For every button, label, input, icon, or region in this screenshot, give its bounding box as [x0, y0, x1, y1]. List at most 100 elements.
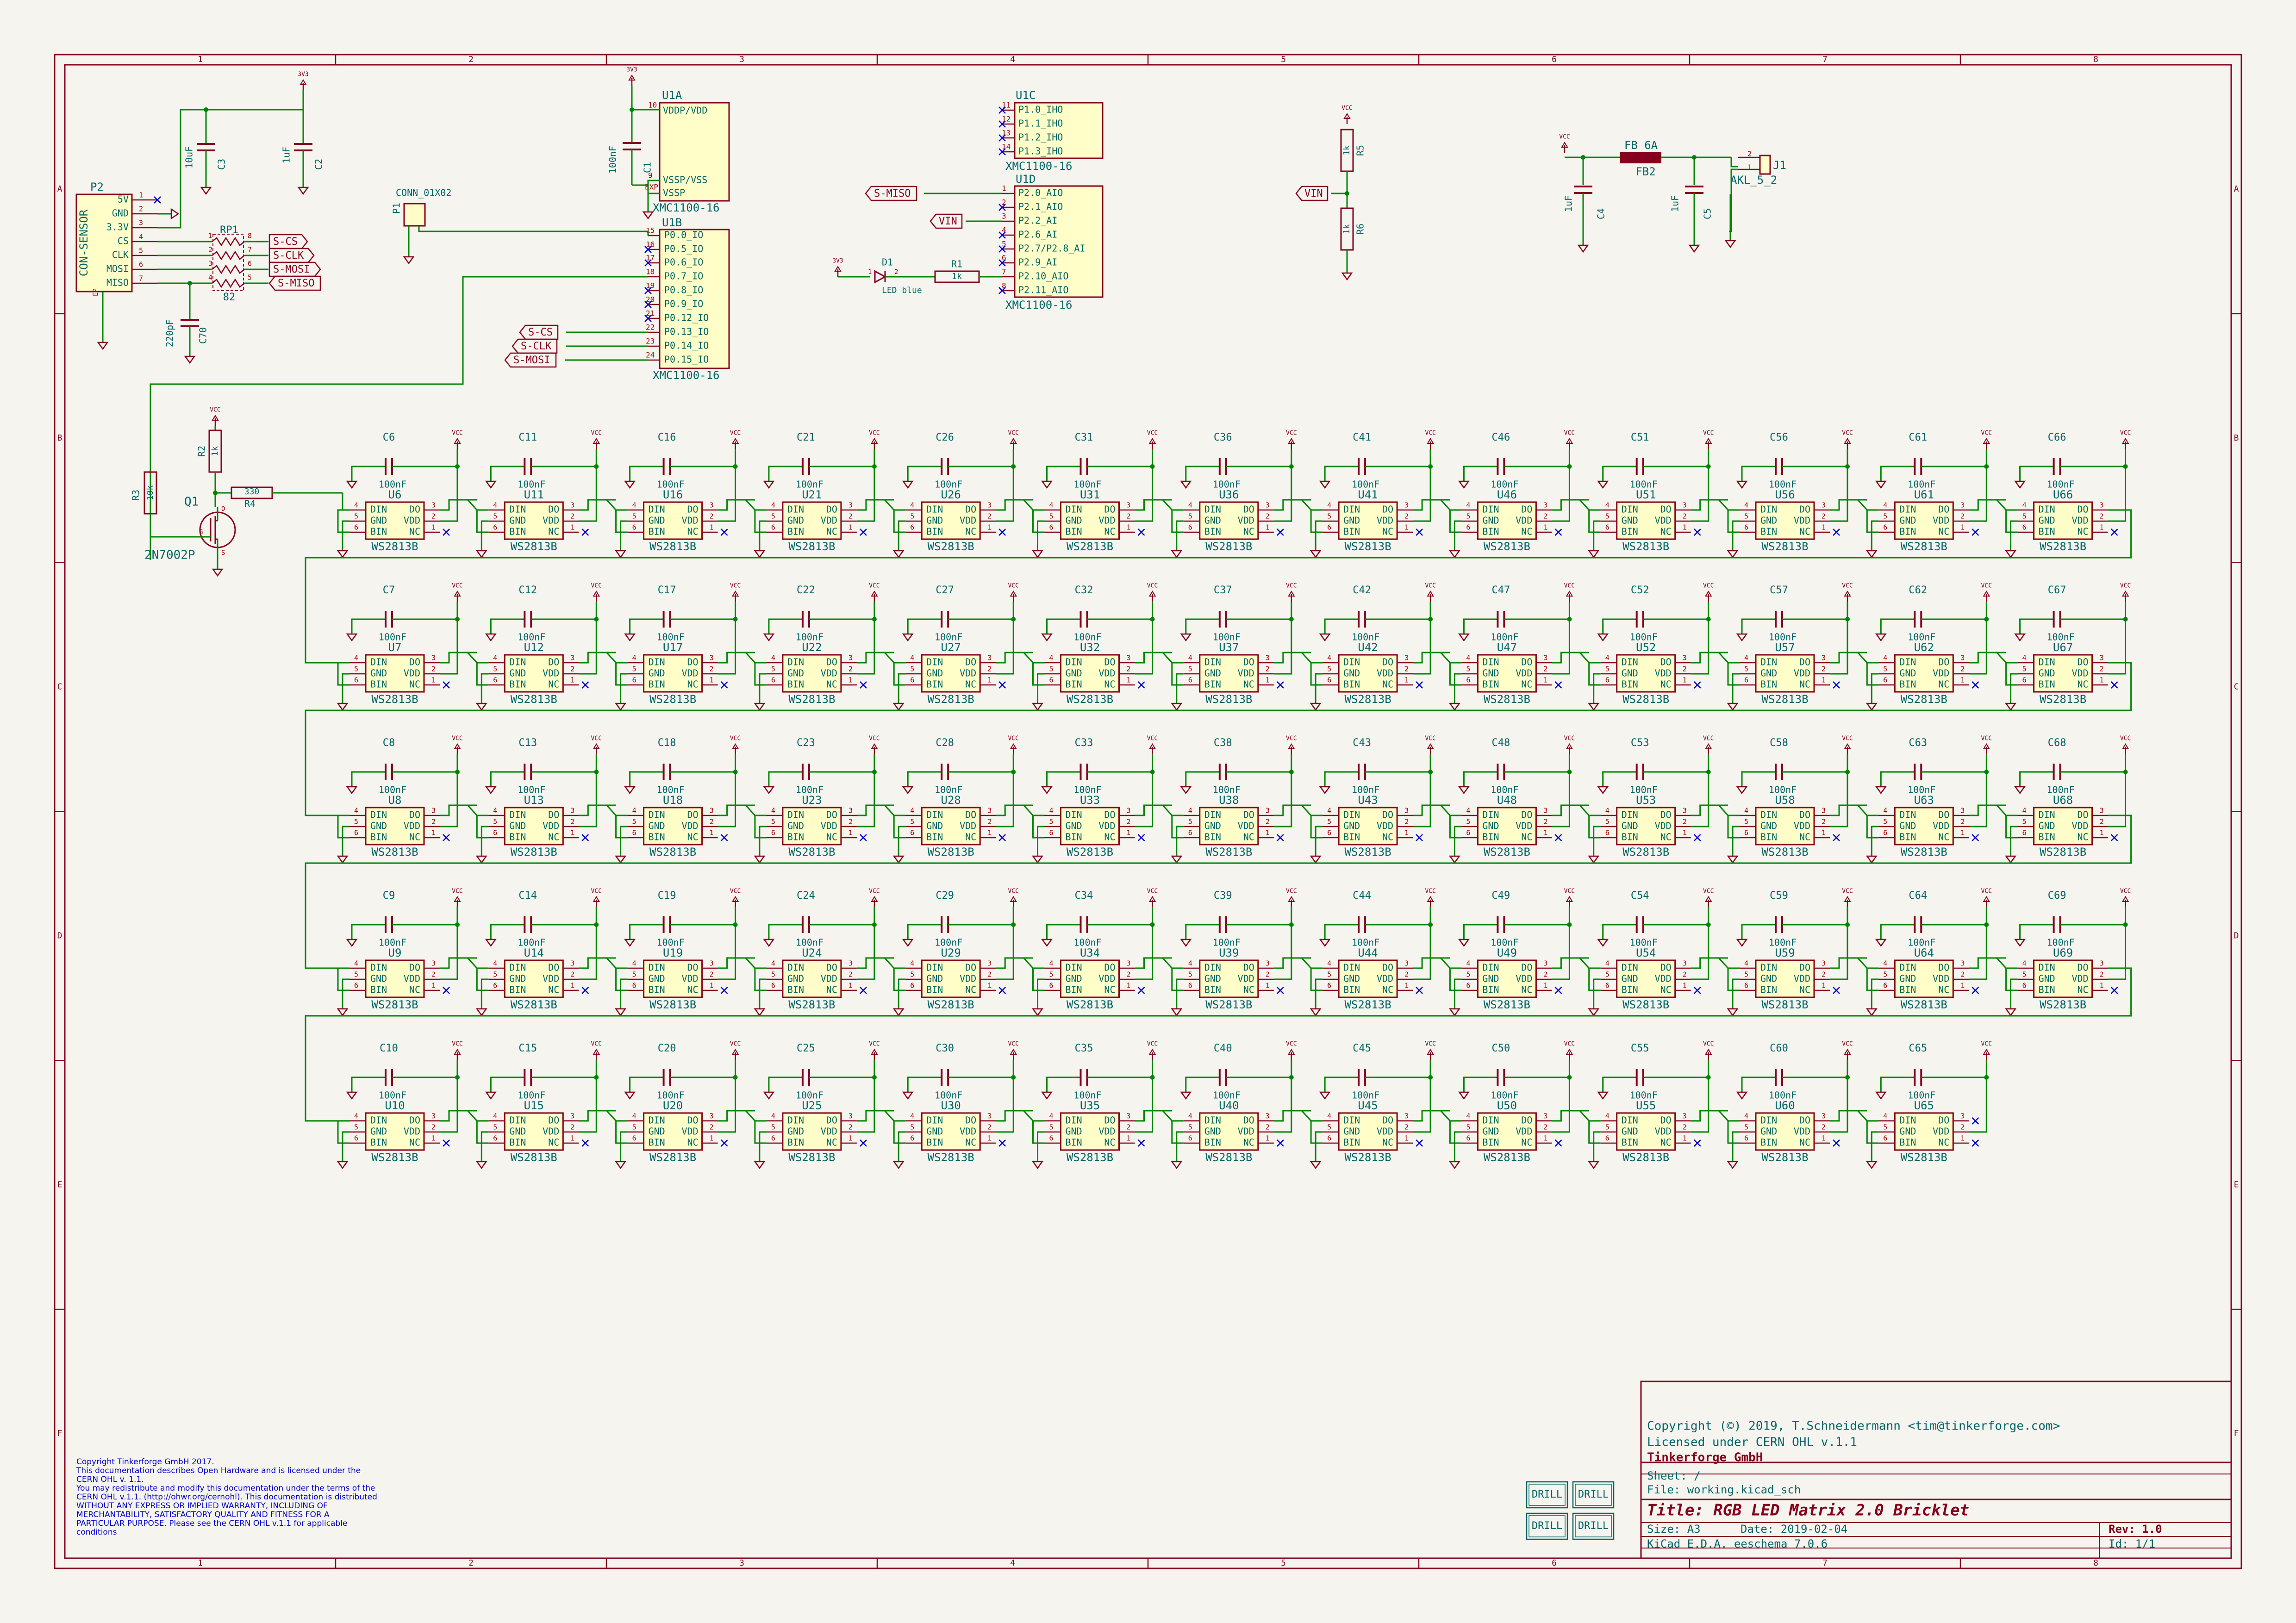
ground-symbol — [2014, 480, 2026, 489]
ic-pin-number: 4 — [910, 1112, 914, 1120]
frame-row-label: A — [57, 184, 62, 194]
no-connect-marker — [1833, 987, 1840, 994]
junction-dot — [1011, 1075, 1016, 1080]
ic-pin-name: DO — [965, 657, 976, 668]
ic-pin-number: 3 — [1404, 1112, 1409, 1120]
ic-pin-name: DIN — [1066, 809, 1082, 821]
junction-dot — [1845, 922, 1850, 927]
ic-pin-name: BIN — [509, 526, 526, 537]
ic-value: WS2813B — [1205, 540, 1252, 553]
ic-pin-name: VDD — [543, 668, 559, 679]
junction-dot — [1567, 770, 1572, 774]
ic-pin-name: VDD — [960, 1126, 976, 1137]
cap-value: 100nF — [796, 632, 824, 643]
ground-symbol — [2005, 1008, 2017, 1017]
ws2813b-body — [2033, 654, 2093, 693]
ic-pin-name: DO — [826, 657, 837, 668]
ic-pin-number: 4 — [1327, 959, 1331, 968]
wire — [1413, 1110, 1451, 1122]
ic-pin-number: 6 — [1466, 676, 1470, 684]
ground-symbol — [1588, 855, 1600, 864]
ic-pin-name: NC — [1104, 526, 1115, 537]
ic-pin-number: 6 — [1188, 982, 1192, 990]
ic-ref: U36 — [1219, 488, 1239, 501]
u1d-pin-number: 8 — [1002, 281, 1006, 290]
wire — [440, 619, 458, 675]
ic-value: WS2813B — [1901, 1151, 1947, 1164]
ic-value: WS2813B — [649, 540, 696, 553]
ic-value: WS2813B — [1622, 693, 1669, 706]
cap-value: 100nF — [1769, 784, 1797, 796]
ground-symbol — [337, 1161, 349, 1169]
wire — [351, 924, 386, 939]
ws2813b-body — [1338, 1112, 1398, 1151]
junction-dot — [2123, 922, 2128, 927]
ground-symbol — [337, 1008, 349, 1017]
cap-value: 100nF — [1352, 479, 1379, 490]
ic-pin-name: DO — [409, 504, 420, 515]
ic-pin-name: NC — [1521, 832, 1532, 843]
ic-pin-name: DIN — [509, 657, 526, 668]
wire — [579, 1077, 597, 1133]
wire — [1176, 978, 1184, 1009]
ic-pin-number: 6 — [910, 676, 914, 684]
ground-symbol — [200, 187, 212, 195]
no-connect-marker — [1693, 529, 1701, 536]
ground-symbol — [642, 211, 654, 220]
ic-pin-name: GND — [1066, 821, 1082, 832]
ic-pin-name: NC — [1382, 679, 1393, 690]
wire — [718, 1110, 756, 1122]
ic-pin-name: BIN — [1760, 832, 1777, 843]
ic-pin-name: VDD — [1377, 668, 1393, 679]
ground-symbol — [1041, 480, 1053, 489]
ic-pin-number: 2 — [570, 970, 574, 979]
fb2-ref: FB2 — [1635, 165, 1655, 178]
ic-pin-number: 2 — [710, 512, 714, 521]
ground-symbol — [1866, 855, 1878, 864]
ic-pin-name: DIN — [2039, 962, 2055, 973]
ic-pin-name: DO — [1521, 1115, 1532, 1126]
r1-ref: R1 — [951, 259, 962, 270]
no-connect-marker — [1554, 987, 1562, 994]
cap-ref: C6 — [383, 432, 395, 443]
cap-ref: C22 — [797, 585, 815, 596]
ground-symbol — [2005, 855, 2017, 864]
ic-pin-name: VDD — [1238, 668, 1254, 679]
wire — [342, 673, 349, 703]
wire — [898, 978, 906, 1009]
ic-pin-number: 2 — [1543, 970, 1547, 979]
ic-value: WS2813B — [649, 693, 696, 706]
cap-value: 100nF — [1352, 1090, 1379, 1101]
ic-value: WS2813B — [371, 693, 418, 706]
ic-value: WS2813B — [371, 846, 418, 858]
cap-ref: C34 — [1075, 890, 1093, 902]
power-label: VCC — [452, 888, 462, 895]
ic-pin-number: 5 — [632, 970, 636, 979]
ic-pin-number: 5 — [493, 665, 497, 673]
power-label: VCC — [452, 1041, 462, 1048]
wire — [1830, 772, 1848, 827]
power-symbol — [731, 743, 739, 749]
ic-pin-name: DIN — [509, 809, 526, 821]
wire — [480, 673, 489, 703]
cap-value: 100nF — [518, 1090, 545, 1101]
ic-pin-number: 1 — [1822, 676, 1826, 684]
ic-pin-number: 4 — [354, 1112, 358, 1120]
ic-pin-number: 2 — [1404, 512, 1409, 521]
ic-pin-name: BIN — [1343, 984, 1360, 995]
wire — [150, 276, 648, 481]
power-symbol — [593, 1049, 600, 1055]
ic-pin-number: 1 — [1683, 1134, 1687, 1143]
ic-pin-name: NC — [2078, 526, 2089, 537]
cap-ref: C20 — [658, 1043, 676, 1054]
ic-pin-name: VDD — [1655, 1126, 1672, 1137]
ic-pin-number: 3 — [987, 959, 992, 968]
wire — [1691, 652, 1729, 664]
ground-symbol — [763, 480, 775, 489]
power-symbol — [1704, 896, 1712, 902]
wire — [907, 466, 942, 481]
ic-pin-number: 4 — [1605, 807, 1610, 815]
